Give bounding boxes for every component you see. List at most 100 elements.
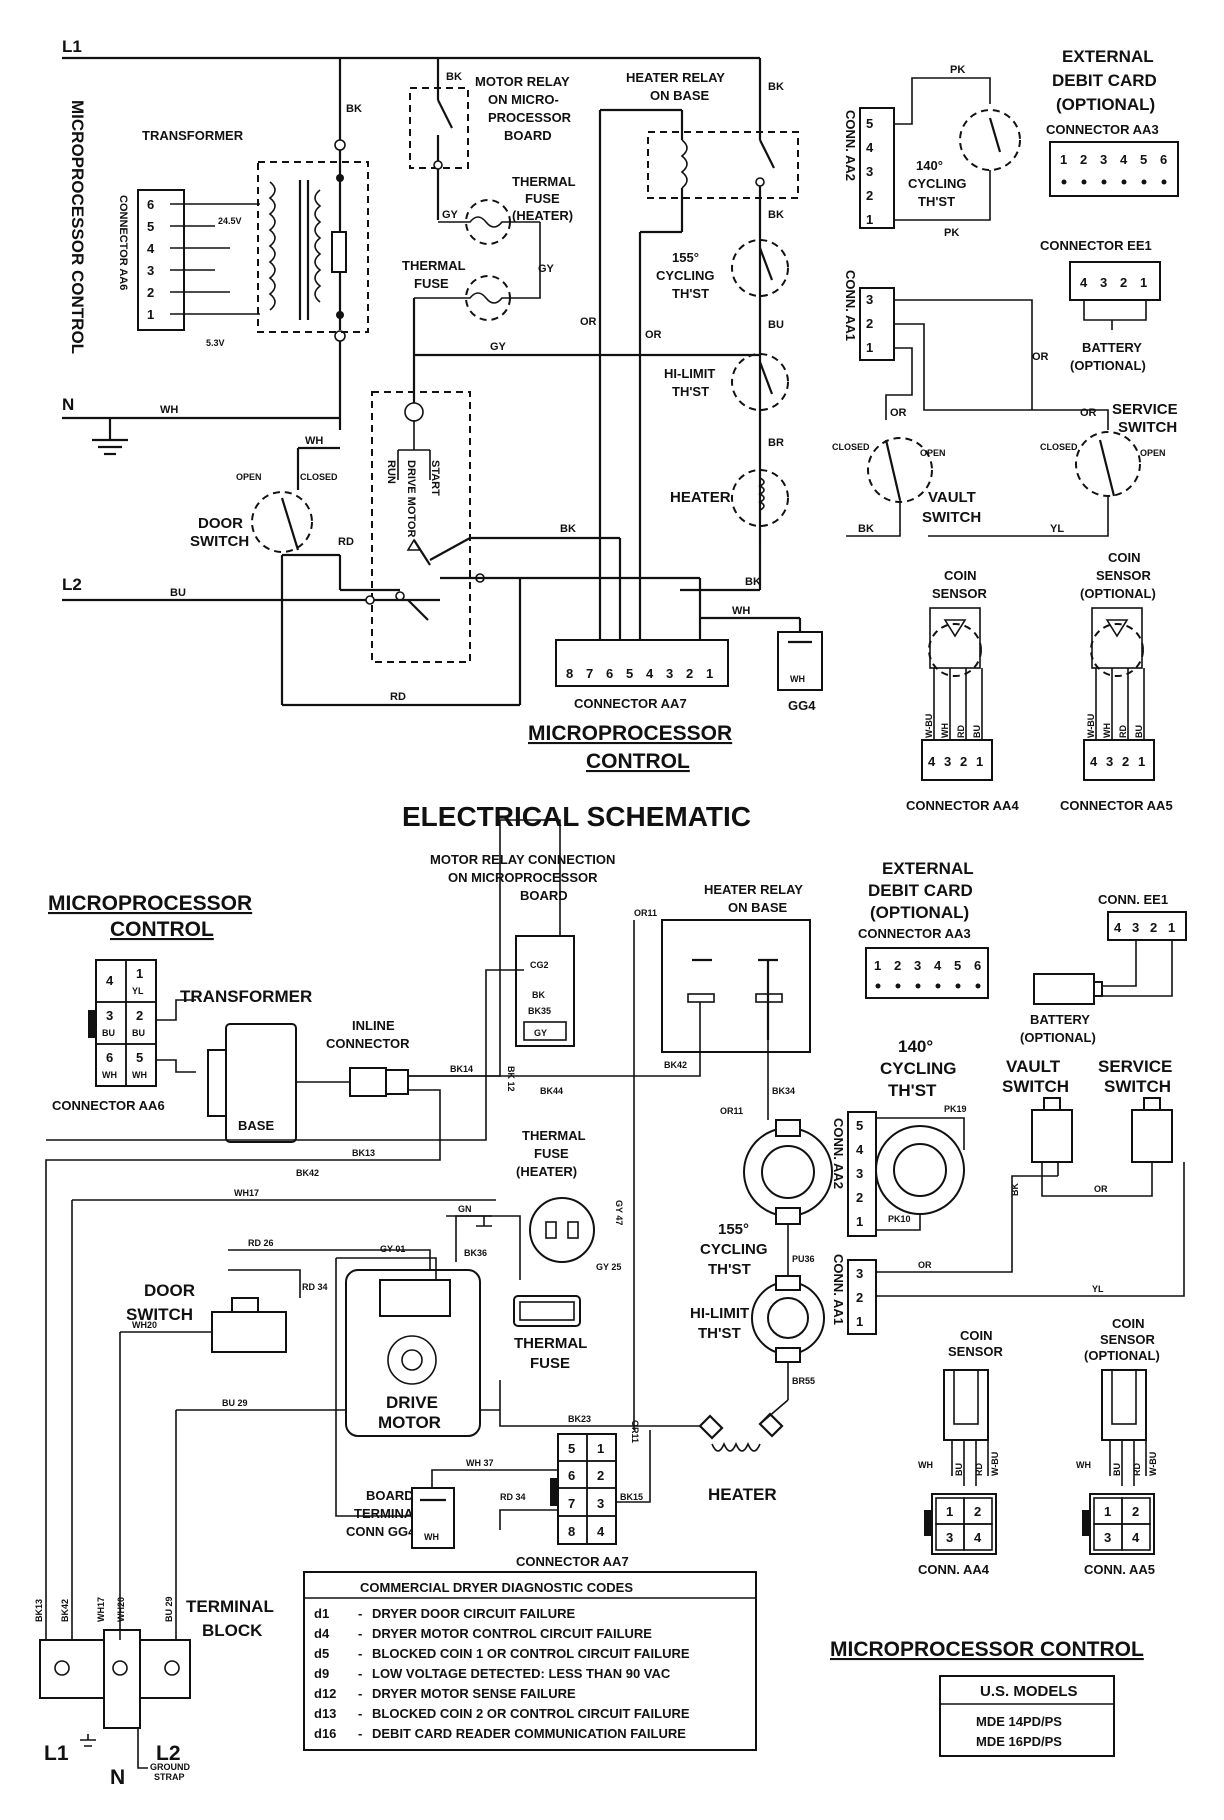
microprocessor-control-vertical: MICROPROCESSOR CONTROL: [68, 100, 87, 354]
aa7-pin: 4: [646, 666, 654, 681]
heater-bot: HEATER: [708, 1485, 777, 1504]
connector-aa7-top: CONNECTOR AA7: [574, 696, 687, 711]
aa2-pin: 5: [866, 116, 873, 131]
connector-ee1-top: CONNECTOR EE1: [1040, 238, 1152, 253]
wire-or-service: OR: [1080, 407, 1097, 419]
wire-or-vault: OR: [890, 407, 907, 419]
connector-aa4-top: CONNECTOR AA4: [906, 798, 1019, 813]
wire-or-2: OR: [645, 329, 662, 341]
main-title: ELECTRICAL SCHEMATIC: [402, 801, 751, 832]
board-terminal-3: CONN GG4: [346, 1524, 416, 1539]
thermal-fuse-2: FUSE: [414, 276, 449, 291]
battery-top-2: (OPTIONAL): [1070, 358, 1146, 373]
wire-gy-1: GY: [442, 209, 459, 221]
wire-bk-label: BK: [346, 103, 362, 115]
aa5-cell: 4: [1132, 1530, 1140, 1545]
diag-code: d4: [314, 1626, 330, 1641]
wire-or11-top: OR11: [634, 908, 657, 918]
aa1-top-pins: 3 2 1: [866, 292, 873, 355]
wire-bk14: BK14: [450, 1064, 473, 1074]
aa1-pin: 1: [866, 340, 873, 355]
coin-wire: BU: [972, 725, 982, 738]
diag-desc: BLOCKED COIN 1 OR CONTROL CIRCUIT FAILUR…: [372, 1646, 690, 1661]
aa2-pin: 4: [856, 1142, 864, 1157]
wire-pk19: PK19: [944, 1104, 967, 1114]
wire-or11-mid: OR11: [720, 1106, 743, 1116]
wire-bk35: BK35: [528, 1006, 551, 1016]
aa2-top-pins: 5 4 3 2 1: [866, 116, 874, 227]
wire-cg2: CG2: [530, 960, 549, 970]
heater-label-top: HEATER: [670, 489, 731, 506]
aa7-cell: 8: [568, 1524, 575, 1539]
heater-relay-1: HEATER RELAY: [626, 70, 725, 85]
aa3-pin: 5: [1140, 152, 1147, 167]
mp-control-top-1: MICROPROCESSOR: [528, 722, 732, 745]
ext-debit-bot-4: CONNECTOR AA3: [858, 926, 971, 941]
coin-bu-1: BU: [954, 1463, 964, 1476]
aa7-cell: 3: [597, 1496, 604, 1511]
diag-code: d13: [314, 1706, 336, 1721]
wire-bk-relay: BK: [446, 71, 462, 83]
open-vault: OPEN: [920, 448, 946, 458]
wire-wh-gg4: WH: [732, 605, 750, 617]
cycling-140-bot-3: TH'ST: [888, 1081, 937, 1100]
wire-bk13-tb: BK13: [34, 1599, 44, 1622]
aa3-bottom-pins: 1 2 3 4 5 6: [874, 958, 981, 973]
wire-or11-bot: OR11: [630, 1420, 640, 1443]
coin-sensor-opt-top-2: SENSOR: [1096, 568, 1152, 583]
transformer-bot: TRANSFORMER: [180, 987, 312, 1006]
wire-gy-mr: GY: [534, 1028, 547, 1038]
ee1-pin: 1: [1140, 275, 1147, 290]
l2-label: L2: [62, 575, 82, 594]
cycling-140-1: 140°: [916, 158, 943, 173]
transformer-label: TRANSFORMER: [142, 128, 244, 143]
aa5-pin: 4: [1090, 754, 1098, 769]
diag-desc: BLOCKED COIN 2 OR CONTROL CIRCUIT FAILUR…: [372, 1706, 690, 1721]
aa6-cell: WH: [132, 1070, 147, 1080]
connector-aa6-vertical: CONNECTOR AA6: [117, 195, 129, 290]
wire-bk15: BK15: [620, 1492, 643, 1502]
wire-yl-bot: YL: [1092, 1284, 1104, 1294]
vault-switch-2: SWITCH: [922, 509, 981, 526]
model-item: MDE 14PD/PS: [976, 1714, 1062, 1729]
aa7-pin: 6: [606, 666, 613, 681]
aa7-cell: 1: [597, 1441, 604, 1456]
wire-pu36: PU36: [792, 1254, 815, 1264]
battery-bot-2: (OPTIONAL): [1020, 1030, 1096, 1045]
aa3-pin: 4: [934, 958, 942, 973]
aa2-pin: 3: [856, 1166, 863, 1181]
aa5-top-wires: W-BU WH RD BU: [1086, 714, 1144, 738]
us-models-table: U.S. MODELS MDE 14PD/PS MDE 16PD/PS: [939, 1675, 1115, 1757]
aa6-cell: 4: [106, 973, 114, 988]
coin-wire: WH: [1102, 723, 1112, 738]
motor-relay-label-3: PROCESSOR: [488, 110, 572, 125]
aa7-pin: 5: [626, 666, 633, 681]
ext-debit-bot-2: DEBIT CARD: [868, 881, 973, 900]
inline-connector-1: INLINE: [352, 1018, 395, 1033]
aa6-cell: BU: [132, 1028, 145, 1038]
wire-gy-2: GY: [538, 263, 555, 275]
coin-wire: RD: [1118, 725, 1128, 738]
wire-bk-mr: BK: [532, 990, 545, 1000]
aa5-top-pins: 4 3 2 1: [1090, 754, 1145, 769]
ground-strap-2: STRAP: [154, 1772, 185, 1782]
heater-relay-bot-2: ON BASE: [728, 900, 788, 915]
coin-wire: WH: [940, 723, 950, 738]
wire-bu-l2: BU: [170, 587, 186, 599]
thermal-fuse-heater-bot-2: FUSE: [534, 1146, 569, 1161]
coin-sensor-bot-1: COIN: [960, 1328, 993, 1343]
connector-aa6-bot: CONNECTOR AA6: [52, 1098, 165, 1113]
wire-bk23: BK23: [568, 1414, 591, 1424]
motor-relay-conn-2: ON MICROPROCESSOR: [448, 870, 598, 885]
terminal-block-1: TERMINAL: [186, 1597, 274, 1616]
ee1-pin: 2: [1120, 275, 1127, 290]
ee1-bottom-pins: 4 3 2 1: [1114, 920, 1175, 935]
board-terminal-1: BOARD: [366, 1488, 414, 1503]
motor-relay-conn-1: MOTOR RELAY CONNECTION: [430, 852, 615, 867]
diag-desc: LOW VOLTAGE DETECTED: LESS THAN 90 VAC: [372, 1666, 671, 1681]
heater-relay-2: ON BASE: [650, 88, 710, 103]
aa5-pin: 1: [1138, 754, 1145, 769]
aa6-cell: WH: [102, 1070, 117, 1080]
wire-wh20-tb: WH20: [116, 1597, 126, 1622]
aa4-pin: 4: [928, 754, 936, 769]
